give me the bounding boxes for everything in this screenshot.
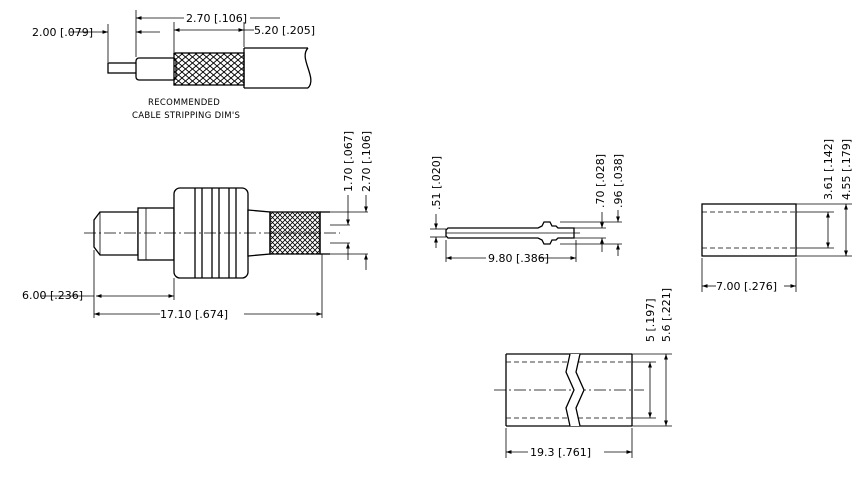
dim-overall-length: 17.10 [.674] xyxy=(160,308,228,321)
dim-pin-diameter: .70 [.028] xyxy=(594,154,607,208)
cable-jacket xyxy=(243,47,308,89)
dim-pin-strip: 2.00 [.079] xyxy=(32,26,93,39)
tubing-break-left xyxy=(565,353,575,427)
cable-stripping-view: 2.00 [.079] 2.70 [.106] 5.20 [.205] RECO… xyxy=(32,10,315,121)
stripping-note-line1: RECOMMENDED xyxy=(148,98,220,108)
dim-braid-strip: 2.70 [.106] xyxy=(186,12,247,25)
connector-side-view: 6.00 [.236] 17.10 [.674] 1.70 [.067] 2.7… xyxy=(22,131,373,321)
tubing-break-right xyxy=(575,353,585,427)
dim-shoulder-diameter: .96 [.038] xyxy=(612,154,625,208)
dim-ferrule-length: 7.00 [.276] xyxy=(716,280,777,293)
dim-tubing-length: 19.3 [.761] xyxy=(530,446,591,459)
dim-ferrule-inner: 3.61 [.142] xyxy=(822,139,835,200)
ferrule-outline xyxy=(701,203,797,257)
dim-ferrule-diameter: 2.70 [.106] xyxy=(360,131,373,192)
tubing-view: 5 [.197] 5.6 [.221] 19.3 [.761] xyxy=(494,288,673,459)
crimp-ferrule-view: 3.61 [.142] 4.55 [.179] 7.00 [.276] xyxy=(701,139,853,293)
dim-tubing-outer: 5.6 [.221] xyxy=(660,288,673,342)
dim-front-length: 6.00 [.236] xyxy=(22,289,83,302)
dim-jacket-strip: 5.20 [.205] xyxy=(254,24,315,37)
cable-dielectric xyxy=(135,57,177,81)
connector-nose xyxy=(93,211,139,256)
cable-break xyxy=(304,47,312,89)
contact-pin-view: .51 [.020] .70 [.028] .96 [.038] 9.80 [.… xyxy=(430,154,625,265)
dim-pin-tip-diameter: .51 [.020] xyxy=(430,156,443,210)
stripping-note-line2: CABLE STRIPPING DIM'S xyxy=(132,111,240,121)
dim-tubing-inner: 5 [.197] xyxy=(644,298,657,342)
connector-neck xyxy=(137,207,175,261)
dim-small-diameter: 1.70 [.067] xyxy=(342,131,355,192)
cable-braid xyxy=(173,52,245,86)
dim-pin-length: 9.80 [.386] xyxy=(488,252,549,265)
dim-ferrule-outer: 4.55 [.179] xyxy=(840,139,853,200)
